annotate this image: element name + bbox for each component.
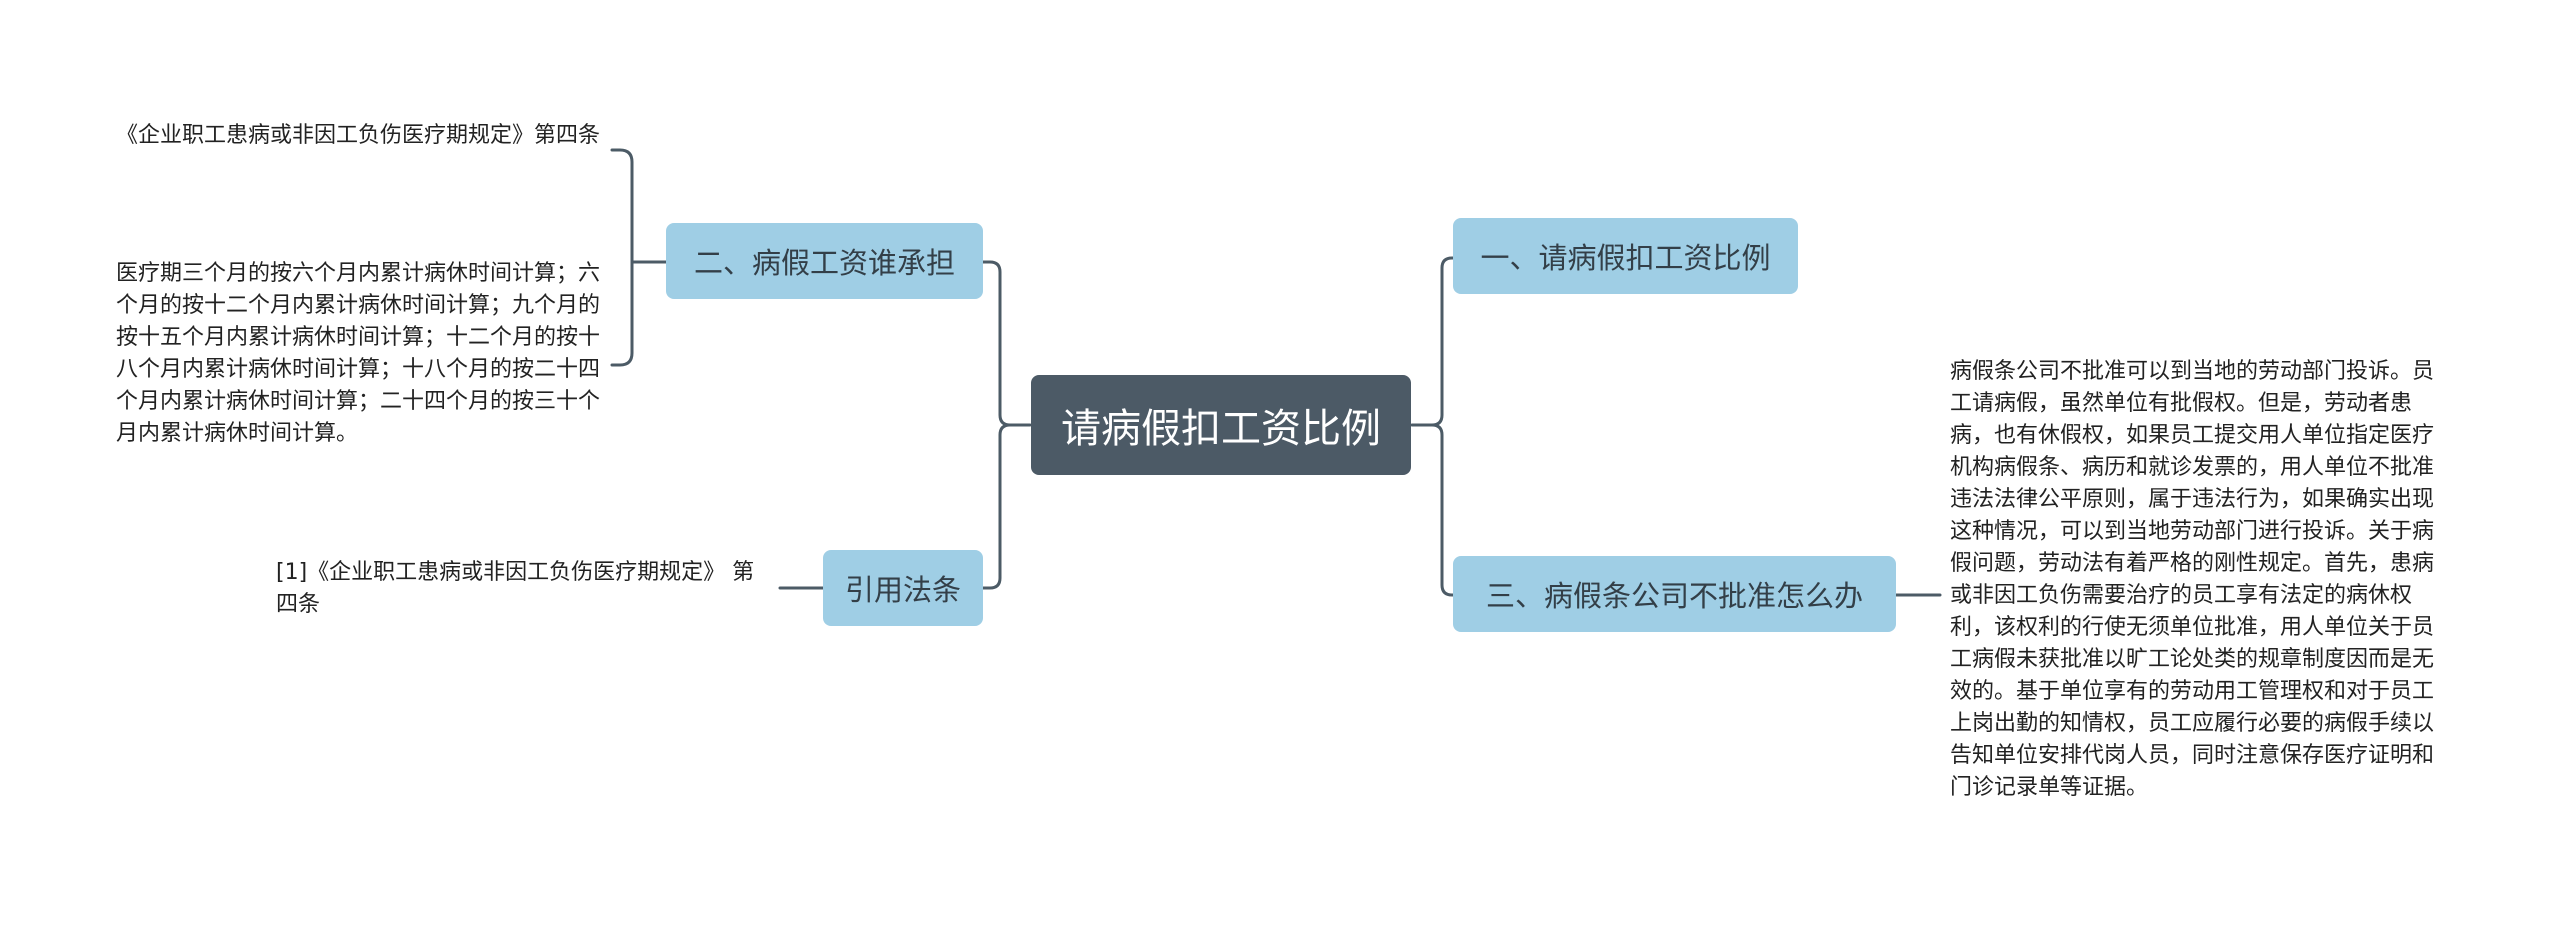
branch-3-label: 三、病假条公司不批准怎么办 bbox=[1485, 579, 1863, 613]
root-topic-label: 请病假扣工资比例 bbox=[1061, 406, 1381, 452]
branch-1-label: 一、请病假扣工资比例 bbox=[1480, 241, 1771, 275]
leaf-cited-regulation[interactable]: [1]《企业职工患病或非因工负伤医疗期规定》 第四条 bbox=[276, 560, 755, 617]
branch-1-topic[interactable]: 一、请病假扣工资比例 bbox=[1453, 218, 1798, 294]
connector-root-b4 bbox=[981, 423, 1012, 590]
connector-root-b3 bbox=[1430, 423, 1455, 597]
connector-b2-leaf1 bbox=[610, 148, 634, 264]
leaf-regulation-title[interactable]: 《企业职工患病或非因工负伤医疗期规定》第四条 bbox=[116, 123, 601, 148]
branch-4-topic[interactable]: 引用法条 bbox=[823, 550, 983, 626]
connector-root-b2 bbox=[981, 260, 1032, 427]
connector-root-b1 bbox=[1410, 256, 1455, 427]
root-topic[interactable]: 请病假扣工资比例 bbox=[1031, 375, 1411, 475]
connector-b2-leaf2 bbox=[610, 260, 634, 367]
branch-3-topic[interactable]: 三、病假条公司不批准怎么办 bbox=[1453, 556, 1896, 632]
branch-4-label: 引用法条 bbox=[844, 573, 961, 607]
branch-2-topic[interactable]: 二、病假工资谁承担 bbox=[666, 223, 983, 299]
branch-2-label: 二、病假工资谁承担 bbox=[693, 246, 955, 280]
leaf-sick-leave-complaint[interactable]: 病假条公司不批准可以到当地的劳动部门投诉。员工请病假，虽然单位有批假权。但是，劳… bbox=[1950, 359, 2435, 800]
leaf-medical-period-rules[interactable]: 医疗期三个月的按六个月内累计病休时间计算；六个月的按十二个月内累计病休时间计算；… bbox=[116, 261, 601, 446]
